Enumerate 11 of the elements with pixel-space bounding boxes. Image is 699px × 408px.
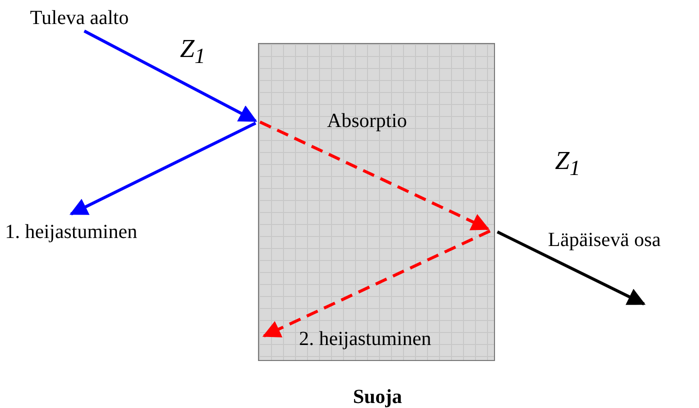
absorption-label: Absorptio: [327, 111, 407, 131]
arrow: [84, 30, 258, 122]
arrow: [496, 230, 646, 306]
arrow: [69, 122, 256, 216]
impedance-label: Z$_{1}$: [180, 36, 206, 68]
shield-heading: Suoja: [352, 387, 403, 407]
wave-label: 1. heijastuminen: [5, 222, 138, 242]
impedance-label: Z$_{1}$: [555, 148, 580, 180]
transmission-label: Läpäisevä osa: [548, 230, 661, 250]
wave-label: Tuleva aalto: [30, 8, 129, 28]
reflection-label: 2. heijastuminen: [299, 329, 432, 349]
